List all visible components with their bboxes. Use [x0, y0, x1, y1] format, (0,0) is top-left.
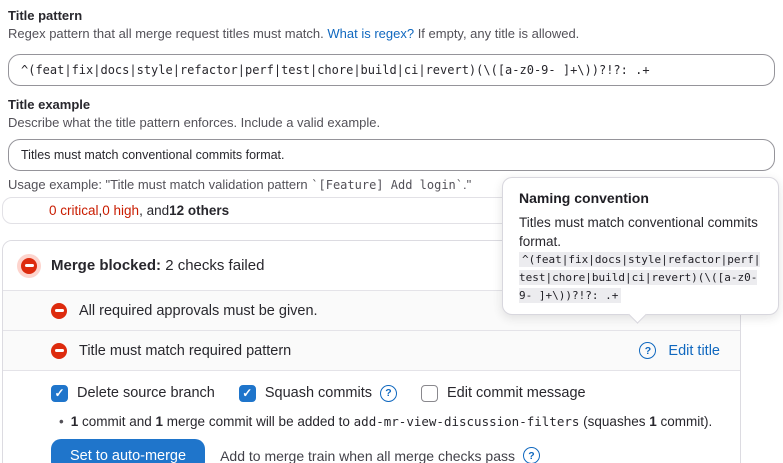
- commit-note-text-2: merge commit will be added to: [163, 414, 354, 429]
- edit-title-link[interactable]: Edit title: [668, 342, 720, 359]
- tooltip-title: Naming convention: [519, 190, 649, 206]
- merge-blocked-title: Merge blocked: 2 checks failed: [51, 257, 264, 274]
- title-example-description: Describe what the title pattern enforces…: [8, 115, 381, 130]
- tooltip-regex-code: ^(feat|fix|docs|style|refactor|perf|test…: [519, 252, 761, 303]
- usage-prefix: Usage example: "Title must match validat…: [8, 177, 312, 192]
- delete-source-branch-option[interactable]: ✓ Delete source branch: [51, 384, 215, 402]
- commit-note-text: commit and: [78, 414, 156, 429]
- check-failed-icon: [51, 302, 67, 319]
- title-pattern-desc-text-2: If empty, any title is allowed.: [414, 26, 580, 41]
- others-count: 12 others: [169, 203, 230, 218]
- merge-train-help-icon[interactable]: ?: [523, 447, 541, 463]
- merge-actions-section: ✓ Delete source branch ✓ Squash commits …: [3, 371, 740, 463]
- commit-note-text-3: (squashes: [579, 414, 650, 429]
- title-pattern-label: Title pattern: [8, 8, 83, 23]
- usage-suffix: .": [463, 177, 472, 192]
- commit-note-text-4: commit).: [656, 414, 713, 429]
- summary-separator: ,: [98, 203, 103, 218]
- squash-commits-checkbox[interactable]: ✓: [238, 384, 256, 402]
- check-failed-icon: [51, 342, 67, 359]
- naming-convention-help-icon[interactable]: ?: [639, 342, 657, 359]
- title-pattern-desc-text: Regex pattern that all merge request tit…: [8, 26, 328, 41]
- merge-options-row: ✓ Delete source branch ✓ Squash commits …: [51, 381, 724, 405]
- target-branch-name: add-mr-view-discussion-filters: [353, 414, 580, 429]
- title-example-label: Title example: [8, 97, 91, 112]
- merge-blocked-title-rest: 2 checks failed: [161, 257, 265, 274]
- merge-train-note-text: Add to merge train when all merge checks…: [220, 447, 516, 463]
- squash-commits-label: Squash commits: [264, 385, 373, 401]
- merge-widget: Merge blocked: 2 checks failed All requi…: [2, 240, 741, 463]
- tooltip-body: Titles must match conventional commits f…: [519, 215, 758, 249]
- critical-count: 0 critical: [49, 203, 99, 218]
- squash-commits-help-icon[interactable]: ?: [380, 384, 398, 402]
- check-row-actions: ? Edit title: [639, 342, 720, 359]
- high-count: 0 high: [102, 203, 140, 218]
- title-pattern-input[interactable]: [8, 54, 775, 86]
- naming-convention-tooltip: Naming convention Titles must match conv…: [502, 177, 779, 324]
- merge-button-row: Set to auto-merge Add to merge train whe…: [51, 439, 724, 463]
- merge-blocked-status-icon: [21, 257, 37, 274]
- set-to-auto-merge-button[interactable]: Set to auto-merge: [51, 439, 206, 463]
- delete-source-branch-label: Delete source branch: [77, 385, 215, 401]
- squash-count: 1: [649, 414, 657, 429]
- delete-source-branch-checkbox[interactable]: ✓: [51, 384, 68, 402]
- edit-commit-message-option[interactable]: Edit commit message: [421, 384, 586, 402]
- what-is-regex-link[interactable]: What is regex?: [327, 26, 415, 41]
- commit-count: 1: [70, 414, 79, 429]
- commit-summary-note: • 1 commit and 1 merge commit will be add…: [51, 414, 724, 429]
- merge-blocked-title-bold: Merge blocked:: [51, 257, 162, 274]
- check-title-pattern-label: Title must match required pattern: [79, 342, 292, 359]
- summary-conjunction: , and: [139, 203, 170, 218]
- title-example-input[interactable]: [8, 139, 775, 171]
- merge-train-note: Add to merge train when all merge checks…: [220, 447, 541, 463]
- check-row-title-pattern: Title must match required pattern ? Edit…: [3, 331, 740, 371]
- squash-commits-option[interactable]: ✓ Squash commits ?: [238, 384, 398, 402]
- title-pattern-description: Regex pattern that all merge request tit…: [8, 26, 783, 41]
- edit-commit-message-checkbox[interactable]: [421, 384, 439, 402]
- bullet-glyph: •: [59, 414, 64, 429]
- usage-code-sample: `[Feature] Add login`: [311, 178, 463, 192]
- merge-commit-count: 1: [155, 414, 164, 429]
- usage-example-text: Usage example: "Title must match validat…: [8, 177, 783, 192]
- edit-commit-message-label: Edit commit message: [447, 385, 586, 401]
- check-approvals-label: All required approvals must be given.: [79, 302, 318, 319]
